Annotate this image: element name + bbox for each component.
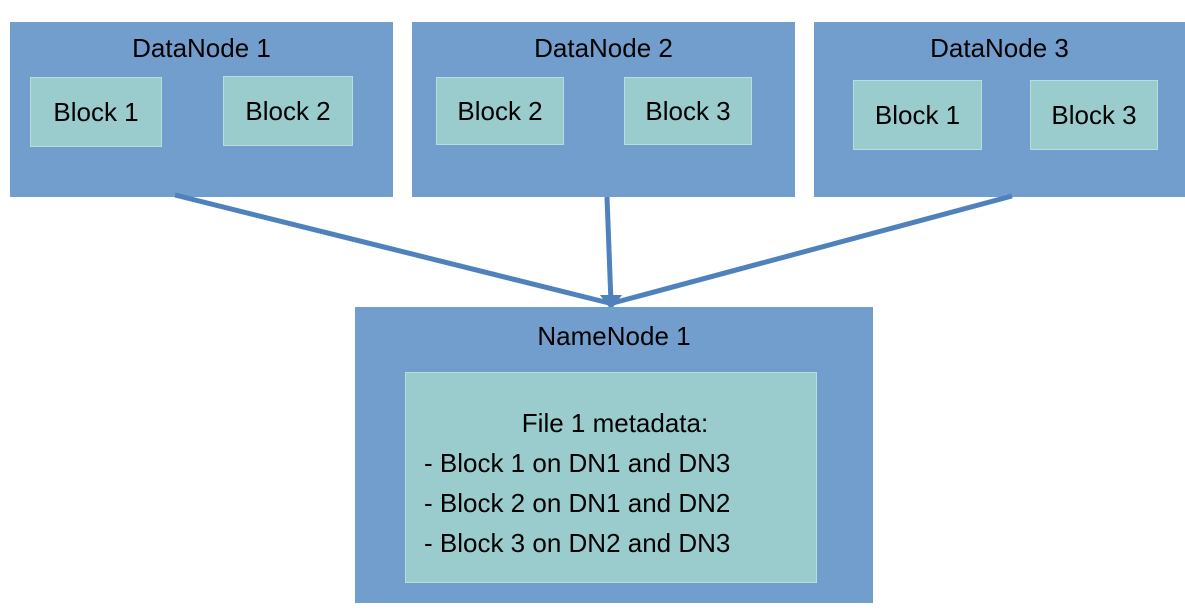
- connector-line-datanode2-namenode: [604, 196, 614, 304]
- datanode-1-box: DataNode 1 Block 1 Block 2: [10, 22, 393, 197]
- datanode-1-block-1: Block 1: [30, 77, 162, 147]
- datanode-2-block-2-label: Block 3: [645, 95, 731, 126]
- metadata-line-block3: - Block 3 on DN2 and DN3: [424, 528, 731, 558]
- connector-line-datanode3-namenode: [612, 193, 1013, 306]
- datanode-3-block-2: Block 3: [1030, 80, 1158, 150]
- datanode-2-box: DataNode 2 Block 2 Block 3: [412, 22, 795, 197]
- datanode-2-block-1-label: Block 2: [457, 95, 543, 126]
- datanode-3-block-2-label: Block 3: [1051, 99, 1137, 130]
- metadata-line-block2: - Block 2 on DN1 and DN2: [424, 488, 731, 518]
- datanode-1-block-2-label: Block 2: [245, 95, 331, 126]
- datanode-3-box: DataNode 3 Block 1 Block 3: [814, 22, 1185, 197]
- metadata-heading: File 1 metadata:: [521, 408, 709, 438]
- datanode-2-block-1: Block 2: [436, 77, 564, 145]
- namenode-title: NameNode 1: [537, 321, 691, 351]
- connector-line-datanode1-namenode: [174, 192, 610, 306]
- metadata-line-block1: - Block 1 on DN1 and DN3: [424, 448, 731, 478]
- datanode-1-block-1-label: Block 1: [53, 96, 139, 127]
- datanode-2-title: DataNode 2: [534, 33, 673, 63]
- datanode-3-title: DataNode 3: [930, 33, 1069, 63]
- namenode-box: NameNode 1 File 1 metadata: - Block 1 on…: [355, 307, 873, 603]
- file-metadata-panel: File 1 metadata: - Block 1 on DN1 and DN…: [405, 372, 817, 583]
- datanode-2-block-2: Block 3: [624, 77, 752, 145]
- datanode-1-block-2: Block 2: [223, 76, 353, 146]
- datanode-1-title: DataNode 1: [132, 33, 271, 63]
- datanode-3-block-1: Block 1: [853, 80, 982, 150]
- datanode-3-block-1-label: Block 1: [874, 99, 961, 130]
